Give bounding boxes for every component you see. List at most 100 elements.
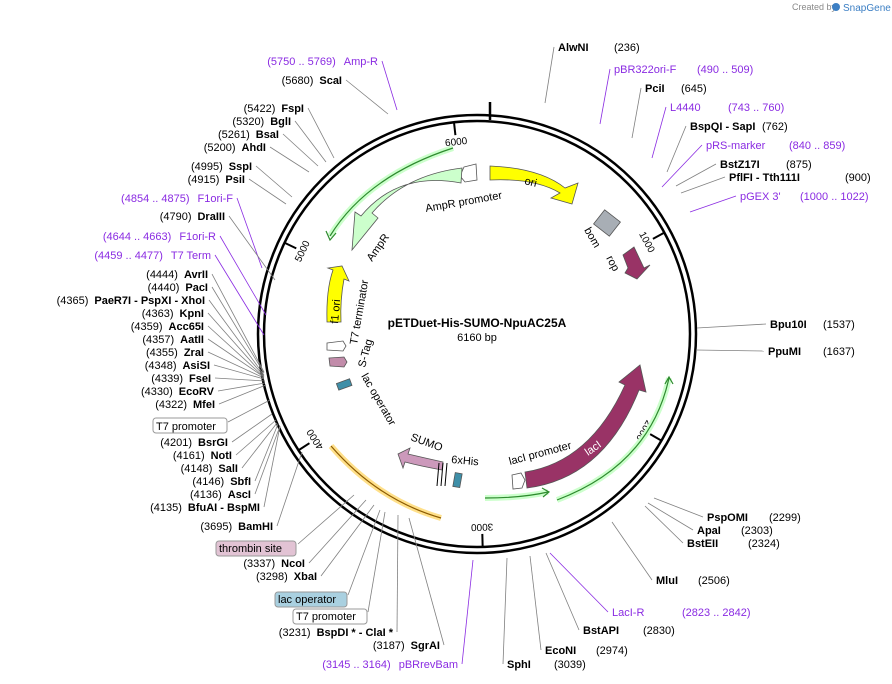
enzyme-label[interactable]: PflFI - Tth111I (729, 172, 800, 184)
enzyme-label[interactable]: NcoI (281, 558, 305, 570)
enzyme-label[interactable]: BstEII (687, 538, 718, 550)
primer-label[interactable]: T7 Term (171, 250, 211, 262)
enzyme-label[interactable]: ApaI (697, 525, 721, 537)
t7-promoter-box-1[interactable] (152, 417, 228, 434)
site-position-label: (1637) (823, 346, 855, 358)
enzyme-label[interactable]: KpnI (180, 308, 204, 320)
t7-terminator-arrow[interactable] (326, 340, 347, 352)
his-tag-label: 6xHis (451, 454, 480, 468)
enzyme-label[interactable]: AatII (180, 334, 204, 346)
site-position-label: (4348) (145, 360, 177, 372)
primer-label[interactable]: pGEX 3' (740, 191, 781, 203)
enzyme-label[interactable]: MluI (656, 575, 678, 587)
scale-tick-label: 5000 (293, 239, 313, 264)
enzyme-label[interactable]: NotI (211, 450, 232, 462)
sumo-site-mark (444, 462, 448, 487)
scale-tick (649, 433, 662, 442)
lac-operator-label: lac operator (358, 372, 398, 429)
site-position-label: (2303) (741, 525, 773, 537)
enzyme-label[interactable]: ZraI (184, 347, 204, 359)
site-position-label: (5680) (282, 75, 314, 87)
laci-arrow[interactable] (524, 364, 647, 489)
enzyme-label[interactable]: BsrGI (198, 437, 228, 449)
laci-promoter-arrow[interactable] (511, 472, 526, 490)
lac-operator-box[interactable] (274, 591, 348, 608)
enzyme-label[interactable]: AvrII (184, 269, 208, 281)
enzyme-label[interactable]: PacI (185, 282, 208, 294)
primer-label[interactable]: pBRrevBam (399, 659, 458, 671)
enzyme-label[interactable]: BstAPI (583, 625, 619, 637)
enzyme-label[interactable]: PciI (645, 83, 665, 95)
enzyme-label[interactable]: AhdI (242, 142, 266, 154)
enzyme-label[interactable]: BspDI * - ClaI * (317, 627, 394, 639)
plasmid-size: 6160 bp (457, 332, 497, 344)
enzyme-label[interactable]: AlwNI (558, 42, 589, 54)
primer-label[interactable]: F1ori-R (179, 231, 216, 243)
enzyme-label[interactable]: BglI (270, 116, 291, 128)
ampr-promoter-arrow[interactable] (459, 163, 478, 183)
site-position-label: (4363) (142, 308, 174, 320)
enzyme-label[interactable]: PpuMI (768, 346, 801, 358)
ampr-arrow[interactable] (351, 167, 463, 252)
site-position-label: (762) (762, 121, 788, 133)
primer-label[interactable]: LacI-R (612, 607, 644, 619)
primer-label[interactable]: pBR322ori-F (614, 64, 677, 76)
enzyme-label[interactable]: AscI (228, 489, 251, 501)
enzyme-label[interactable]: MfeI (193, 399, 215, 411)
enzyme-label[interactable]: BamHI (238, 521, 273, 533)
primer-label[interactable]: Amp-R (344, 56, 378, 68)
enzyme-label[interactable]: SphI (507, 659, 531, 671)
enzyme-label[interactable]: XbaI (294, 571, 317, 583)
enzyme-label[interactable]: BsaI (256, 129, 279, 141)
primer-label[interactable]: F1ori-F (198, 193, 234, 205)
enzyme-label[interactable]: Bpu10I (770, 319, 807, 331)
enzyme-label[interactable]: EcoNI (545, 645, 576, 657)
enzyme-label[interactable]: SspI (229, 161, 252, 173)
site-position-label: (840 .. 859) (789, 140, 845, 152)
enzyme-label[interactable]: ScaI (319, 75, 342, 87)
primer-label[interactable]: pRS-marker (706, 140, 766, 152)
his-tag-feature[interactable] (452, 472, 463, 489)
site-position-label: (3298) (256, 571, 288, 583)
snapgene-logo-icon (832, 3, 840, 11)
leader-line (644, 505, 684, 544)
ori-arrow[interactable] (489, 165, 579, 205)
leader-line (227, 399, 271, 423)
leader-line (219, 235, 267, 316)
enzyme-label[interactable]: PspOMI (707, 512, 748, 524)
enzyme-label[interactable]: AsiSI (182, 360, 210, 372)
enzyme-label[interactable]: EcoRV (179, 386, 215, 398)
enzyme-label[interactable]: PsiI (225, 174, 245, 186)
site-position-label: (875) (786, 159, 812, 171)
site-position-label: (4136) (190, 489, 222, 501)
enzyme-label[interactable]: SalI (218, 463, 238, 475)
lac-operator-feature[interactable] (335, 378, 353, 391)
primer-label[interactable]: L4440 (670, 102, 701, 114)
enzyme-label[interactable]: BfuAI - BspMI (188, 502, 260, 514)
site-position-label: (900) (845, 172, 871, 184)
laci-outer-arc-head (664, 375, 674, 385)
enzyme-label[interactable]: FspI (281, 103, 304, 115)
enzyme-label[interactable]: DraIII (197, 211, 225, 223)
enzyme-label[interactable]: SgrAI (411, 640, 440, 652)
site-position-label: (4915) (188, 174, 220, 186)
enzyme-label[interactable]: BspQI - SapI (690, 121, 755, 133)
t7-promoter-box-2[interactable] (292, 608, 368, 625)
leader-line (207, 338, 265, 378)
enzyme-label[interactable]: BstZ17I (720, 159, 760, 171)
bom-feature[interactable] (593, 209, 621, 237)
site-position-label: (3231) (279, 627, 311, 639)
right-labels: AlwNI(236)pBR322ori-F(490 .. 509)PciI(64… (507, 42, 871, 671)
s-tag-arrow[interactable] (328, 356, 348, 368)
sumo-arrow[interactable] (397, 447, 444, 471)
rop-arrow[interactable] (622, 246, 651, 280)
enzyme-label[interactable]: PaeR7I - PspXI - XhoI (94, 295, 205, 307)
scale-tick (297, 442, 310, 452)
enzyme-label[interactable]: Acc65I (169, 321, 204, 333)
thrombin-site-box[interactable] (215, 540, 297, 557)
leader-line (308, 499, 367, 564)
enzyme-label[interactable]: SbfI (230, 476, 251, 488)
f1-ori-arrow[interactable] (326, 265, 350, 323)
enzyme-label[interactable]: FseI (189, 373, 211, 385)
